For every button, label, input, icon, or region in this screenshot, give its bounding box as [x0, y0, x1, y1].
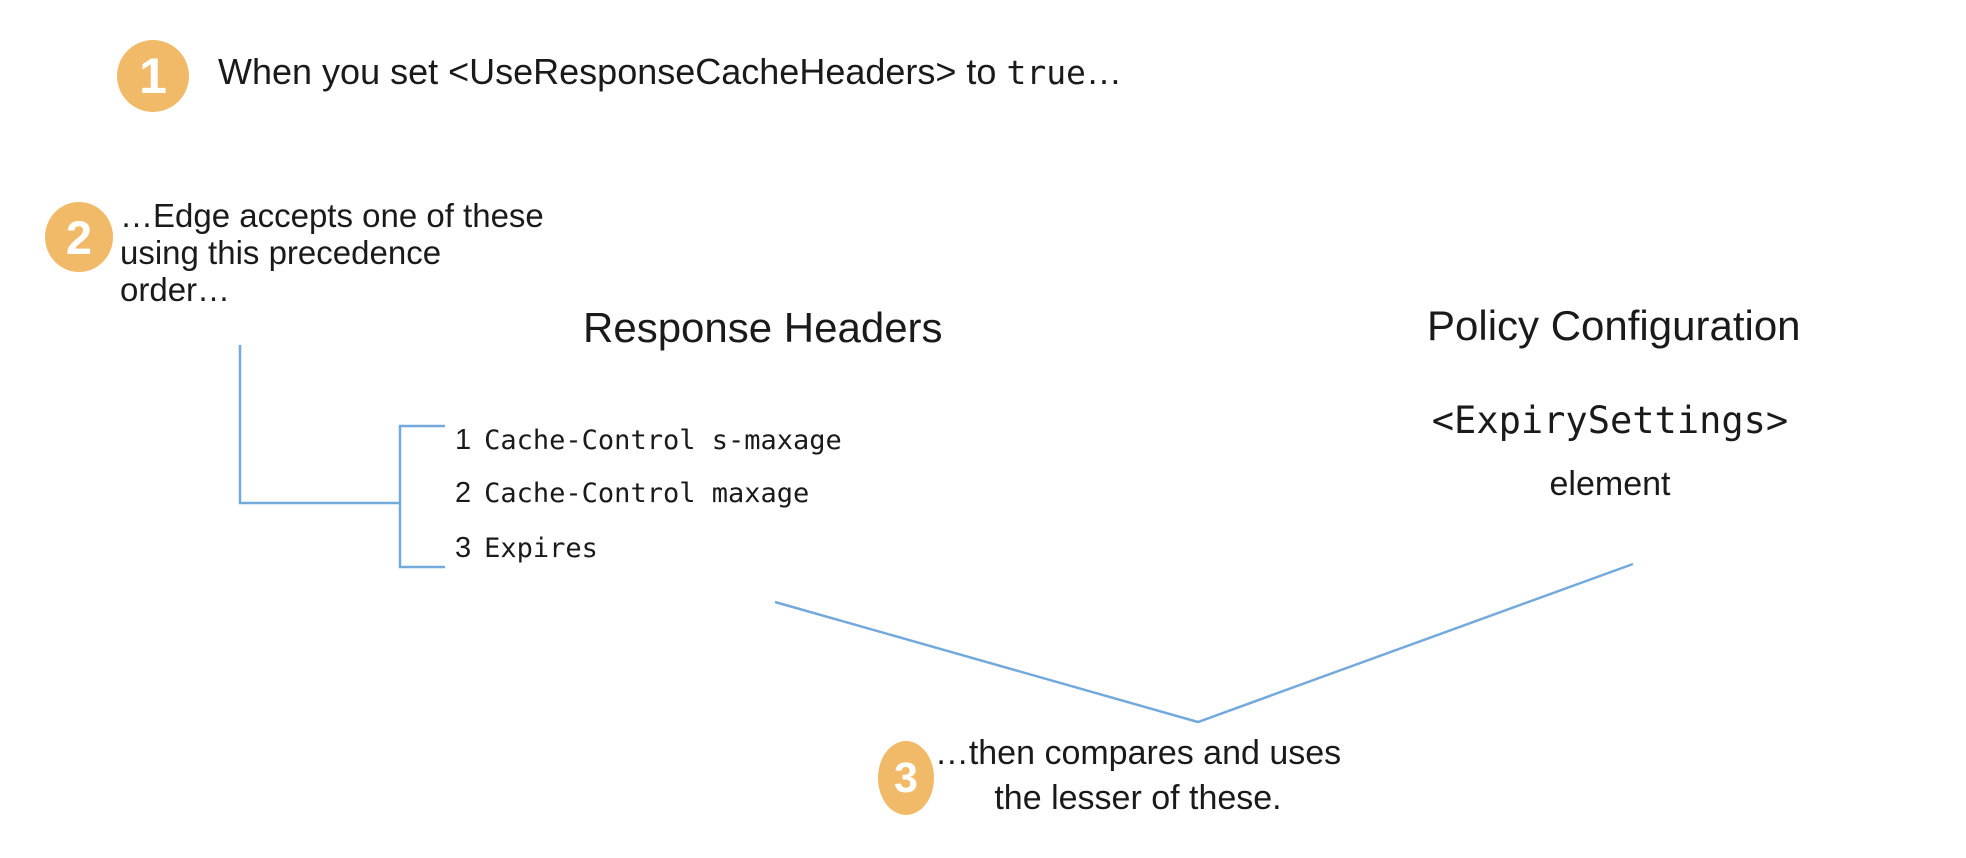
step-2-line-2: using this precedence	[120, 234, 442, 271]
list-item-code: Cache-Control maxage	[484, 478, 810, 509]
step-2-line-1: …Edge accepts one of these	[120, 197, 544, 234]
list-item-expires: 3 Expires	[455, 532, 598, 565]
step-2-badge: 2	[45, 202, 113, 272]
step-3-number: 3	[894, 753, 918, 802]
response-headers-title: Response Headers	[583, 304, 943, 351]
list-item-rank: 2	[455, 477, 472, 509]
step-1-text: When you set <UseResponseCacheHeaders> t…	[218, 52, 1122, 93]
policy-configuration-title: Policy Configuration	[1427, 302, 1801, 349]
step-1-number: 1	[139, 48, 167, 104]
step-1-ellipsis: …	[1085, 51, 1122, 92]
step-2-line-3: order…	[120, 271, 231, 308]
step-2-text: …Edge accepts one of these using this pr…	[120, 197, 544, 308]
connector-v-compare	[774, 562, 1634, 724]
step-3-badge: 3	[878, 741, 934, 815]
list-item-code: Cache-Control s-maxage	[484, 425, 842, 456]
step-1-text-before: When you set <UseResponseCacheHeaders> t…	[218, 51, 1007, 92]
list-item-code: Expires	[484, 533, 598, 564]
expiry-settings-caption: element	[1549, 465, 1671, 503]
list-item-rank: 3	[455, 532, 472, 564]
step-2-number: 2	[65, 210, 93, 264]
step-3-line-2: the lesser of these.	[994, 779, 1282, 817]
bracket-response-headers-list	[398, 424, 445, 569]
connector-step2-to-bracket	[238, 345, 400, 505]
step-3-text: …then compares and uses the lesser of th…	[928, 731, 1348, 821]
expiry-settings-code: <ExpirySettings>	[1431, 399, 1789, 442]
step-1-code-true: true	[1006, 53, 1086, 92]
list-item-cache-control-maxage: 2 Cache-Control maxage	[455, 477, 809, 510]
list-item-cache-control-s-maxage: 1 Cache-Control s-maxage	[455, 424, 842, 457]
step-3-line-1: …then compares and uses	[934, 734, 1342, 772]
list-item-rank: 1	[455, 424, 472, 456]
step-1-badge: 1	[117, 40, 189, 112]
